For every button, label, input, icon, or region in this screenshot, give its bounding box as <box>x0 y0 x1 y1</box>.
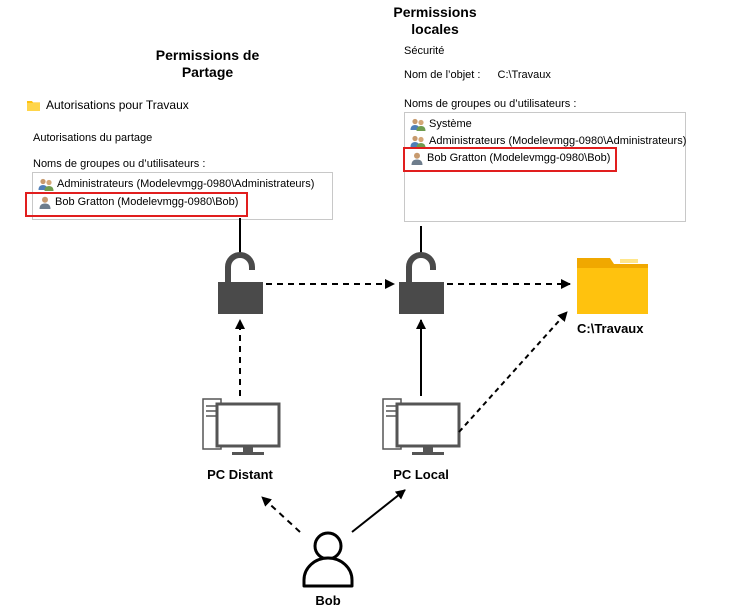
share-permissions-label: Autorisations du partage <box>33 132 153 144</box>
user-icon <box>302 531 354 588</box>
left-user-list[interactable]: Administrateurs (Modelevmgg-0980\Adminis… <box>32 172 333 220</box>
share-permissions-title: Permissions de Partage <box>155 47 260 80</box>
security-tab-label: Sécurité <box>404 45 445 57</box>
lock-icon <box>218 252 263 314</box>
list-item[interactable]: Système <box>410 118 472 131</box>
folder-icon <box>577 258 648 314</box>
highlight-bob-share <box>25 192 248 217</box>
user-group-icon <box>410 118 426 131</box>
folder-permissions-header: Autorisations pour Travaux <box>27 99 189 112</box>
user-label: Bob <box>315 593 341 608</box>
list-item[interactable]: Administrateurs (Modelevmgg-0980\Adminis… <box>38 178 314 191</box>
arrow-bob-to-remote <box>261 496 301 533</box>
local-permissions-title: Permissions locales <box>393 4 477 37</box>
user-icon <box>411 152 423 165</box>
object-name-row: Nom de l’objet : C:\Travaux <box>404 69 551 81</box>
object-name-value: C:\Travaux <box>497 69 551 81</box>
pc-local-label: PC Local <box>393 467 449 482</box>
highlight-bob-local <box>403 147 617 172</box>
list-item[interactable]: Administrateurs (Modelevmgg-0980\Adminis… <box>410 135 686 148</box>
right-user-list[interactable]: Système Administrateurs (Modelevmgg-0980… <box>404 112 686 222</box>
user-group-icon <box>38 178 54 191</box>
folder-label: C:\Travaux <box>577 321 644 336</box>
folder-permissions-label: Autorisations pour Travaux <box>46 98 189 112</box>
user-icon <box>39 196 51 209</box>
user-group-icon <box>410 135 426 148</box>
desktop-pc-icon <box>202 398 281 455</box>
list-item[interactable]: Bob Gratton (Modelevmgg-0980\Bob) <box>410 152 610 165</box>
list-item[interactable]: Bob Gratton (Modelevmgg-0980\Bob) <box>38 196 238 209</box>
lock-icon <box>399 252 444 314</box>
right-list-label: Noms de groupes ou d’utilisateurs : <box>404 98 577 110</box>
pc-remote-label: PC Distant <box>207 467 273 482</box>
left-list-label: Noms de groupes ou d’utilisateurs : <box>33 158 206 170</box>
arrow-local-to-folder-direct <box>458 311 568 433</box>
arrow-bob-to-local <box>351 489 406 533</box>
desktop-pc-icon <box>382 398 461 455</box>
folder-icon <box>27 101 40 111</box>
